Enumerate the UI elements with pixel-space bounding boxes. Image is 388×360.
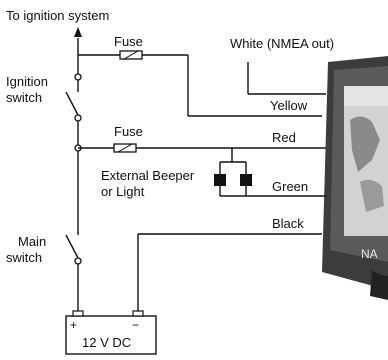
label-red: Red: [272, 130, 296, 145]
arrow-up-icon: [74, 27, 82, 37]
device-logo: NA: [361, 247, 378, 261]
label-ignition-switch: switch: [6, 90, 42, 105]
label-main: Main: [18, 234, 46, 249]
label-battery-voltage: 12 V DC: [82, 335, 131, 350]
battery-terminal-positive: [72, 310, 84, 317]
label-external-beeper: External Beeper: [101, 168, 195, 183]
ignition-switch-contact-bottom: [74, 114, 82, 122]
gps-device: NA: [322, 56, 388, 300]
label-battery-plus: +: [70, 318, 77, 332]
beeper-element-right: [240, 174, 252, 186]
battery-terminal-negative: [132, 310, 144, 317]
label-green: Green: [272, 179, 308, 194]
label-black: Black: [272, 216, 304, 231]
label-fuse-top: Fuse: [114, 34, 143, 49]
label-fuse-mid: Fuse: [114, 124, 143, 139]
label-main-switch: switch: [6, 250, 42, 265]
device-map-land: [350, 116, 380, 172]
ignition-switch-blade: [65, 91, 79, 116]
main-switch-contact: [74, 257, 82, 265]
label-or-light: or Light: [101, 184, 145, 199]
label-to-ignition: To ignition system: [6, 8, 109, 23]
label-white-nmea: White (NMEA out): [230, 36, 334, 51]
beeper-element-left: [214, 174, 226, 186]
battery: [65, 315, 157, 355]
ignition-switch-contact-top: [74, 73, 82, 81]
label-yellow: Yellow: [270, 98, 308, 113]
label-battery-minus: −: [132, 318, 139, 332]
label-ignition: Ignition: [6, 74, 48, 89]
main-switch-blade: [65, 234, 79, 259]
